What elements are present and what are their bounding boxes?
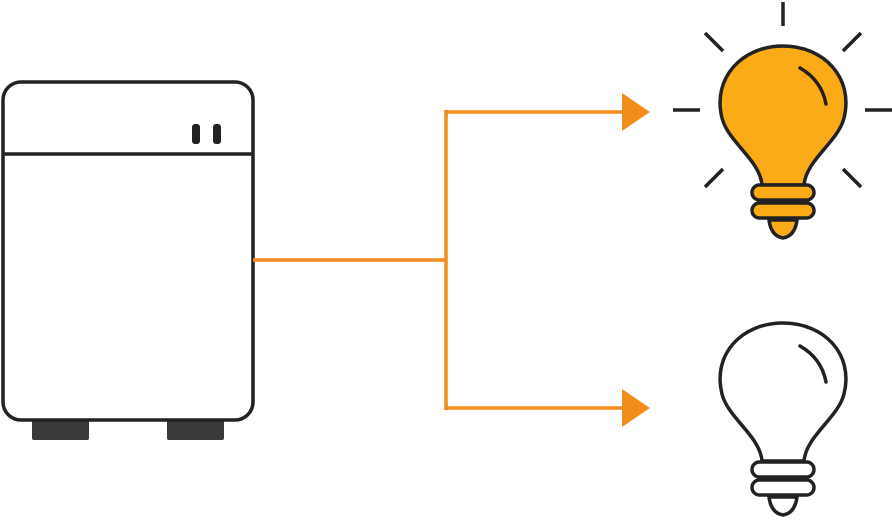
bulb-base-ring-1 [750, 460, 816, 479]
bulb-base-tip [767, 495, 799, 517]
power-station-indicator-left [192, 124, 200, 144]
upper-arrowhead-icon [622, 93, 650, 131]
lightbulb-off-icon [718, 321, 848, 517]
bulb-base-ring-1 [750, 183, 816, 202]
power-station-icon [1, 80, 255, 440]
bulb-base-ring-2 [750, 201, 816, 220]
power-station-right-foot [167, 418, 224, 440]
power-station-indicator-right [213, 124, 221, 144]
bulb-base-tip [767, 218, 799, 240]
power-station-left-foot [32, 418, 89, 440]
bulb-highlight [798, 344, 828, 384]
bulb-glass [718, 44, 848, 187]
branching-arrow-connector [253, 93, 650, 427]
power-station-body [1, 80, 255, 422]
bulb-highlight [798, 66, 828, 106]
lower-arrowhead-icon [622, 389, 650, 427]
bulb-glass [718, 321, 848, 463]
bulb-base-ring-2 [750, 478, 816, 497]
lightbulb-on-icon [673, 2, 892, 240]
light-rays [673, 2, 892, 189]
